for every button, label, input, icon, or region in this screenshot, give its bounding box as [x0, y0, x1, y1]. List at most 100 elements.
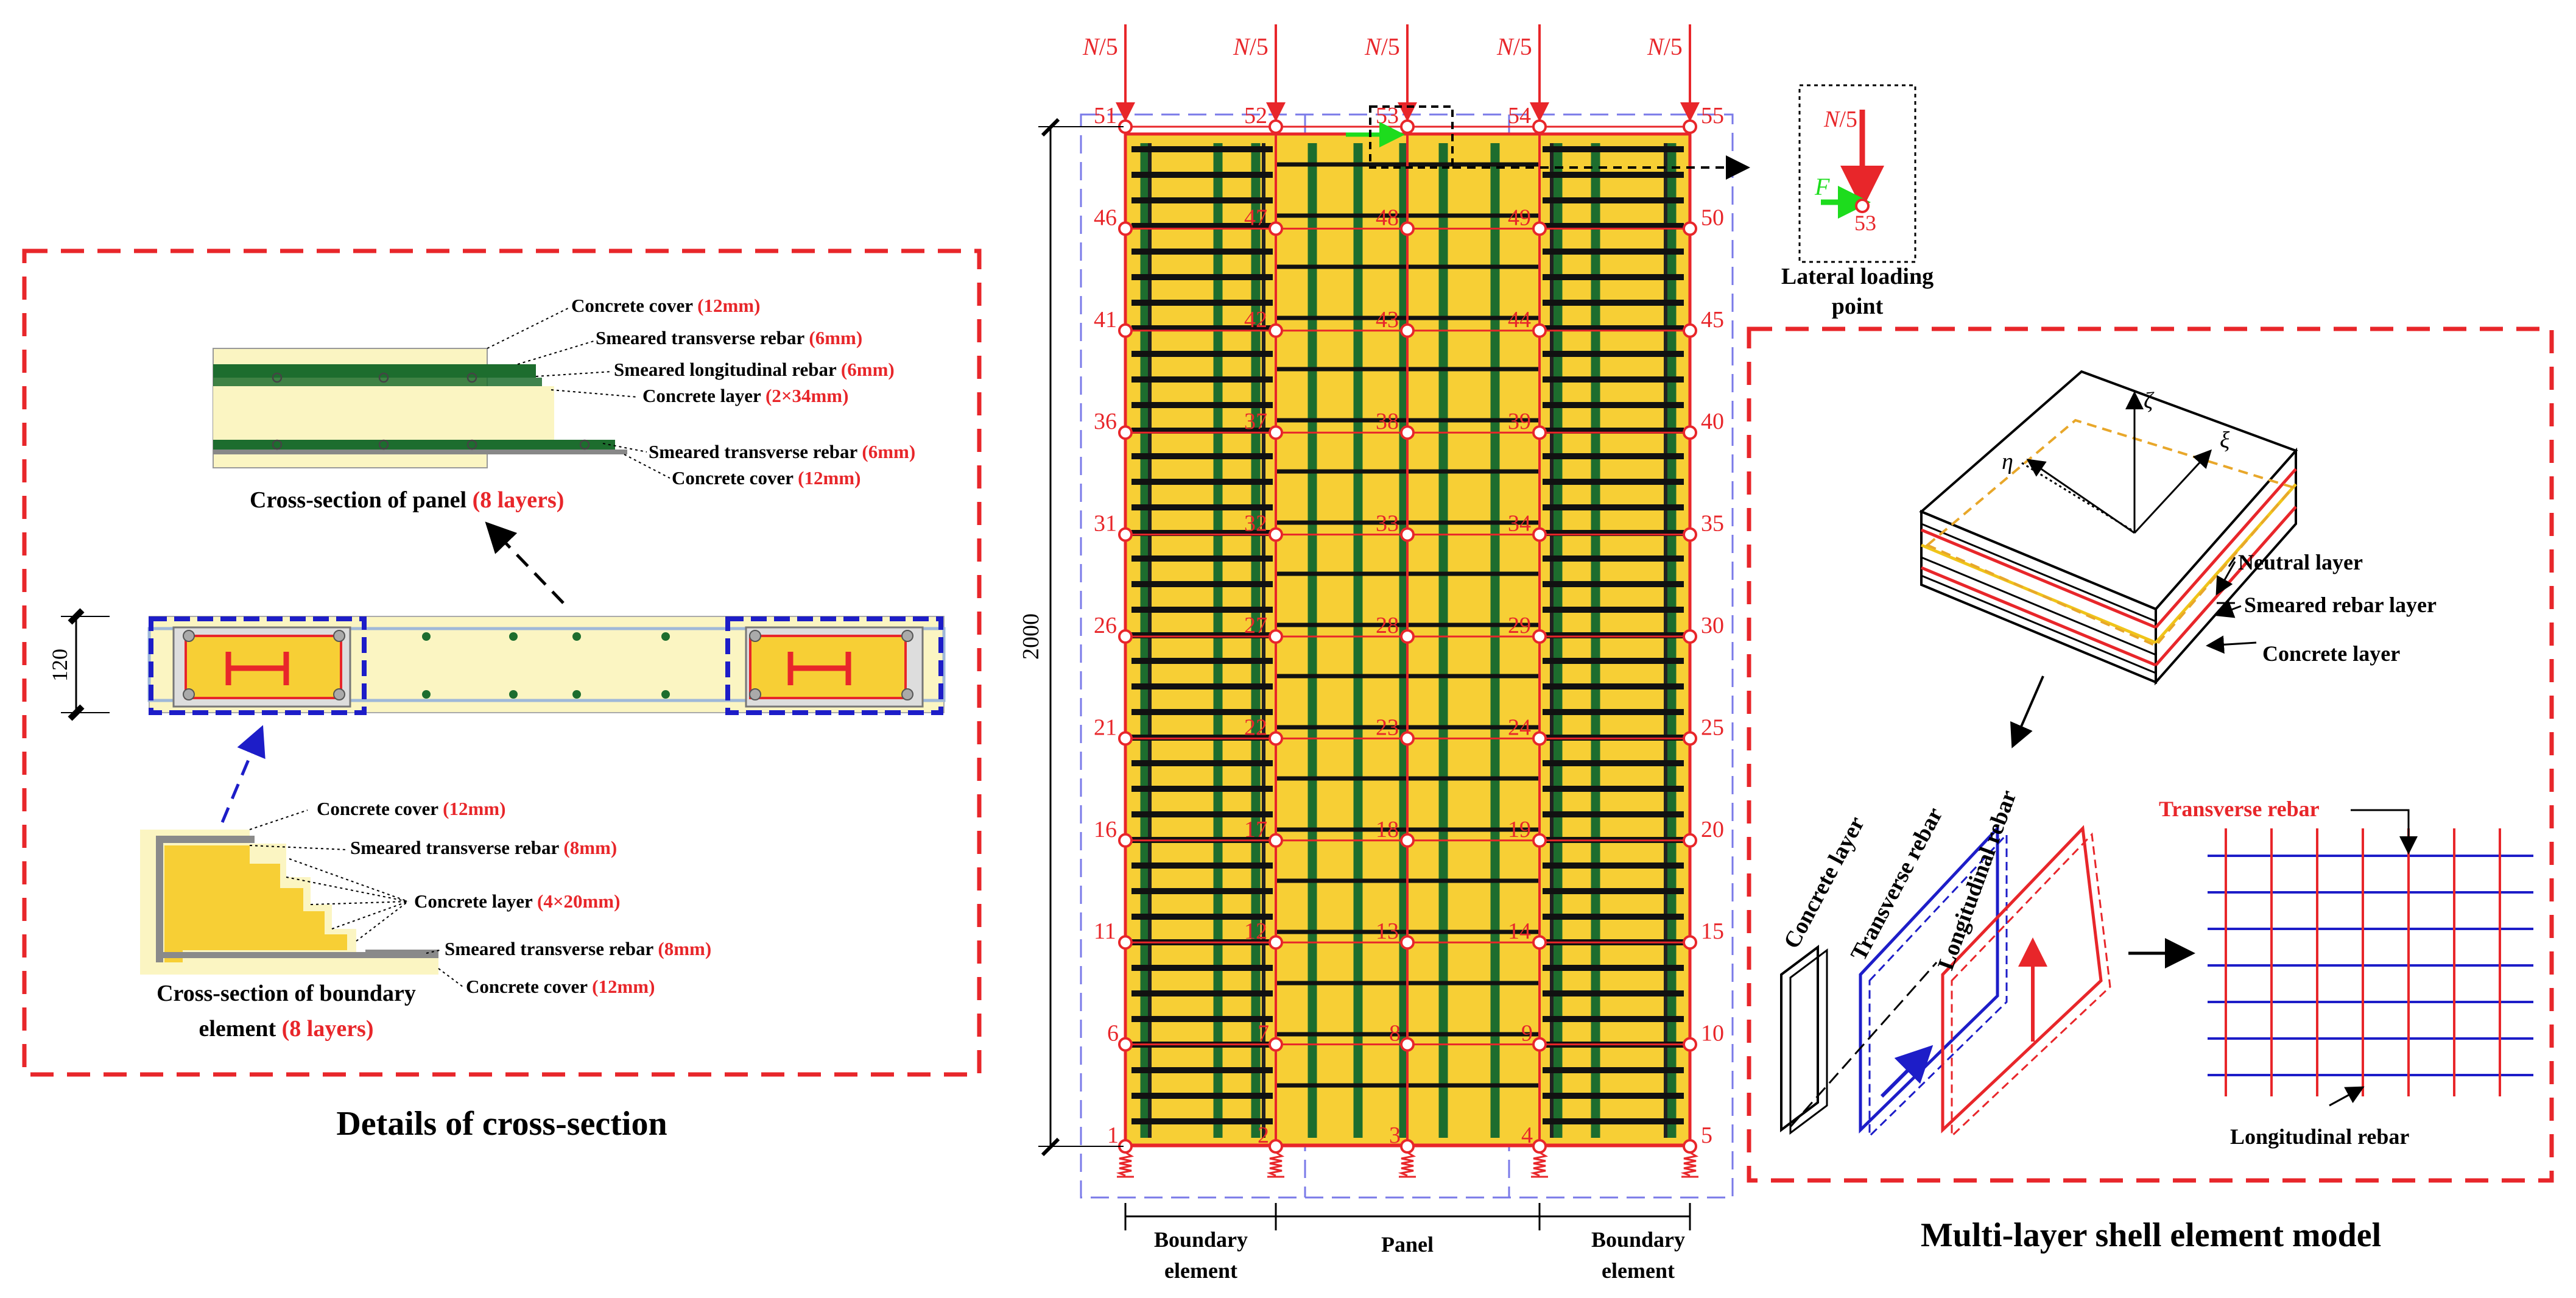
node-marker: [1532, 833, 1547, 848]
node-marker: [1400, 1037, 1415, 1052]
left-boundary-box: [149, 616, 367, 715]
node-marker: [1400, 1139, 1415, 1154]
node-label: 28: [1376, 613, 1399, 638]
node-label: 2: [1258, 1123, 1269, 1148]
node-label: 50: [1701, 205, 1724, 230]
node-label: 44: [1508, 307, 1531, 333]
node-label: 38: [1376, 409, 1399, 434]
height-dimension: 2000: [1018, 613, 1044, 660]
boundary-label-2: Concrete layer (4×20mm): [414, 891, 620, 912]
axis-xi: ξ: [2220, 428, 2230, 453]
shell-element-3d: ζ ξ η Neutral layer Smeared rebar layer …: [1919, 370, 2437, 749]
node-label: 48: [1376, 205, 1399, 230]
node-label: 55: [1701, 103, 1724, 129]
node-label: 17: [1244, 817, 1267, 842]
node-label: 39: [1508, 409, 1531, 434]
node-marker: [1400, 425, 1415, 440]
inset-axial-label: N/5: [1823, 107, 1857, 132]
inset-force-label: F: [1814, 173, 1830, 200]
panel-label-4: Smeared transverse rebar (6mm): [649, 441, 915, 462]
boundary-section-detail: Concrete cover (12mm) Smeared transverse…: [140, 798, 711, 1042]
axial-load-label: N/5: [1082, 33, 1118, 60]
node-marker: [1683, 731, 1697, 746]
horizontal-rebars: [1131, 146, 1684, 1124]
left-steel-section: [225, 652, 289, 685]
node-marker: [1683, 833, 1697, 848]
node-label: 47: [1244, 205, 1267, 230]
panel-label-2: Smeared longitudinal rebar (6mm): [614, 359, 895, 380]
axial-load-label: N/5: [1364, 33, 1400, 60]
node-marker: [1400, 731, 1415, 746]
node-label: 21: [1094, 714, 1117, 740]
node-marker: [1532, 323, 1547, 338]
node-marker: [1683, 221, 1697, 236]
node-label: 43: [1376, 307, 1399, 333]
mesh-transverse-label: Transverse rebar: [2159, 797, 2320, 821]
inset-caption-2: point: [1832, 294, 1884, 319]
node-marker: [1269, 527, 1283, 542]
panel-section-caption: Cross-section of panel (8 layers): [250, 487, 564, 513]
node-marker: [1400, 833, 1415, 848]
boundary-detail-arrow: [220, 725, 266, 823]
axis-eta: η: [2002, 449, 2013, 474]
mesh-longitudinal-label: Longitudinal rebar: [2230, 1124, 2409, 1149]
node-label: 33: [1376, 511, 1399, 537]
node-marker: [1118, 323, 1133, 338]
bottom-label-left-2: element: [1164, 1258, 1237, 1283]
node-label: 10: [1701, 1021, 1724, 1046]
node-marker: [1532, 425, 1547, 440]
node-marker: [1400, 221, 1415, 236]
node-marker: [1269, 1037, 1283, 1052]
support-spring: [1116, 1151, 1135, 1177]
node-marker: [1118, 527, 1133, 542]
node-label: 42: [1244, 307, 1267, 333]
node-marker: [1683, 629, 1697, 644]
node-marker: [1269, 935, 1283, 950]
boundary-label-0: Concrete cover (12mm): [317, 798, 505, 819]
node-marker: [1400, 629, 1415, 644]
wall-thickness-label: 120: [48, 649, 72, 682]
bottom-label-middle: Panel: [1381, 1232, 1434, 1257]
node-label: 45: [1701, 307, 1724, 333]
node-marker: [1269, 1139, 1283, 1154]
node-label: 54: [1508, 103, 1531, 129]
node-label: 37: [1244, 409, 1267, 434]
node-marker: [1400, 935, 1415, 950]
node-label: 49: [1508, 205, 1531, 230]
node-label: 1: [1107, 1123, 1119, 1148]
node-marker: [1269, 221, 1283, 236]
node-label: 20: [1701, 817, 1724, 842]
panel-section-detail: Concrete cover (12mm) Smeared transverse…: [213, 295, 915, 513]
inset-caption-1: Lateral loading: [1781, 264, 1934, 289]
wall-section: 120: [48, 608, 946, 721]
boundary-section-caption-2: element (8 layers): [199, 1016, 374, 1042]
panel-detail-arrow: [485, 521, 565, 604]
node-marker: [1532, 935, 1547, 950]
node-marker: [1683, 935, 1697, 950]
boundary-label-1: Smeared transverse rebar (8mm): [350, 837, 617, 858]
node-label: 34: [1508, 511, 1531, 537]
node-label: 18: [1376, 817, 1399, 842]
node-label: 12: [1244, 919, 1267, 944]
layer-label-1: Smeared rebar layer: [2244, 593, 2437, 617]
node-label: 46: [1094, 205, 1117, 230]
node-label: 19: [1508, 817, 1531, 842]
node-label: 41: [1094, 307, 1117, 333]
node-marker: [1400, 119, 1415, 134]
axial-load-label: N/5: [1233, 33, 1269, 60]
layer-label-0: Neutral layer: [2238, 550, 2363, 574]
exploded-label-0: Concrete layer: [1779, 813, 1870, 953]
right-panel-frame: [1747, 326, 2554, 1183]
node-label: 35: [1701, 511, 1724, 537]
supports: [1116, 1151, 1699, 1178]
node-marker: [1532, 1037, 1547, 1052]
bottom-label-right-1: Boundary: [1591, 1227, 1685, 1252]
node-label: 24: [1508, 714, 1531, 740]
layer-label-2: Concrete layer: [2262, 641, 2400, 666]
boundary-label-4: Concrete cover (12mm): [466, 976, 655, 997]
node-label: 7: [1258, 1021, 1269, 1046]
boundary-section-caption: Cross-section of boundary: [157, 981, 416, 1006]
node-marker: [1269, 629, 1283, 644]
